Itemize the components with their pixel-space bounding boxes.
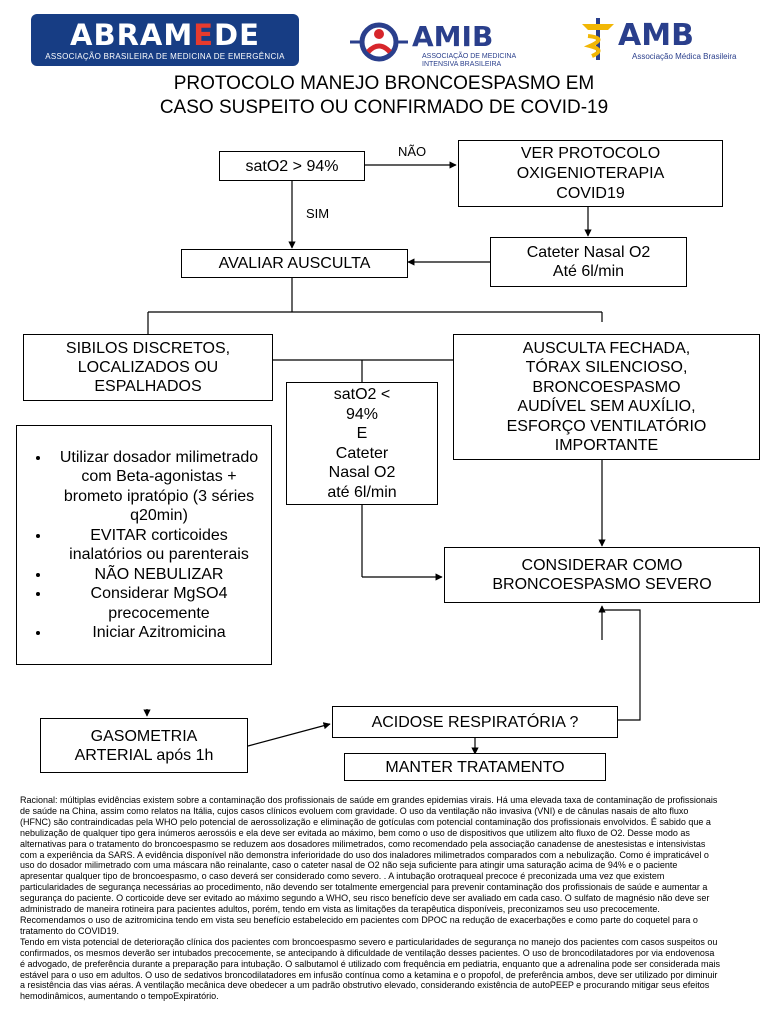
- acidose-text: ACIDOSE RESPIRATÓRIA ?: [371, 713, 579, 731]
- sat-check-box: satO2 > 94%: [219, 151, 365, 181]
- treatment-item: Utilizar dosador milimetrado com Beta-ag…: [51, 448, 265, 526]
- gasometria-box: GASOMETRIA ARTERIAL após 1h: [40, 718, 248, 773]
- acidose-box: ACIDOSE RESPIRATÓRIA ?: [332, 706, 618, 738]
- gasometria-line: ARTERIAL após 1h: [74, 746, 214, 764]
- ausculta-fechada-line: IMPORTANTE: [554, 437, 659, 454]
- ausculta-fechada-line: ESFORÇO VENTILATÓRIO: [506, 417, 707, 435]
- abramede-logo: ABRAMEDE ASSOCIAÇÃO BRASILEIRA DE MEDICI…: [31, 14, 299, 66]
- sat-low-line: E: [356, 425, 368, 442]
- label-nao: NÃO: [398, 144, 427, 159]
- sat-low-line: 94%: [345, 405, 379, 423]
- amib-logo-name: AMIB: [412, 20, 494, 53]
- sat-check-text: satO2 > 94%: [245, 157, 339, 175]
- amb-logo-name: AMB: [618, 18, 694, 53]
- cateter-box: Cateter Nasal O2 Até 6l/min: [490, 237, 687, 287]
- sibilos-line: SIBILOS DISCRETOS,: [65, 340, 231, 357]
- manter-tratamento-box: MANTER TRATAMENTO: [344, 753, 606, 781]
- sat-low-line: Cateter: [335, 444, 389, 462]
- amb-logo-subtitle: Associação Médica Brasileira: [632, 52, 737, 61]
- sat-low-line: até 6l/min: [327, 483, 397, 501]
- racional-paragraph: Racional: múltiplas evidências existem s…: [20, 795, 718, 936]
- racional-text-block: Racional: múltiplas evidências existem s…: [20, 795, 720, 1002]
- broncoespasmo-severo-box: CONSIDERAR COMO BRONCOESPASMO SEVERO: [444, 547, 760, 603]
- ver-protocolo-line: VER PROTOCOLO: [520, 144, 661, 162]
- ausculta-fechada-line: BRONCOESPASMO: [532, 378, 681, 396]
- tendo-paragraph: Tendo em vista potencial de deterioração…: [20, 936, 720, 1002]
- amb-logo: AMB Associação Médica Brasileira: [578, 16, 748, 62]
- abramede-logo-subtitle: ASSOCIAÇÃO BRASILEIRA DE MEDICINA DE EME…: [45, 52, 285, 61]
- page-title-line-1: PROTOCOLO MANEJO BRONCOESPASMO EM: [173, 73, 595, 94]
- sibilos-line: ESPALHADOS: [94, 378, 202, 395]
- cateter-line: Até 6l/min: [552, 263, 625, 280]
- treatment-box: Utilizar dosador milimetrado com Beta-ag…: [16, 425, 272, 665]
- amib-emblem-icon: [350, 22, 408, 62]
- avaliar-ausculta-text: AVALIAR AUSCULTA: [218, 255, 371, 272]
- gasometria-line: GASOMETRIA: [90, 727, 198, 745]
- sat-low-box: satO2 < 94% E Cateter Nasal O2 até 6l/mi…: [286, 382, 438, 505]
- sibilos-line: LOCALIZADOS OU: [77, 359, 219, 376]
- cateter-line: Cateter Nasal O2: [526, 244, 651, 261]
- ver-protocolo-line: OXIGENIOTERAPIA: [516, 164, 665, 182]
- avaliar-ausculta-box: AVALIAR AUSCULTA: [181, 249, 408, 278]
- line-acidose-loop: [602, 609, 641, 721]
- treatment-item: EVITAR corticoides inalatórios ou parent…: [51, 526, 265, 565]
- ausculta-fechada-line: TÓRAX SILENCIOSO,: [525, 359, 688, 376]
- abramede-logo-name: ABRAMEDE: [70, 18, 260, 52]
- sat-low-line: Nasal O2: [328, 464, 396, 481]
- caduceus-icon: [582, 18, 614, 60]
- ver-protocolo-line: COVID19: [556, 184, 625, 202]
- page-title-line-2: CASO SUSPEITO OU CONFIRMADO DE COVID-19: [159, 97, 609, 118]
- ausculta-fechada-line: AUDÍVEL SEM AUXÍLIO,: [517, 398, 696, 415]
- treatment-item: Considerar MgSO4 precocemente: [51, 584, 265, 623]
- ausculta-fechada-line: AUSCULTA FECHADA,: [522, 339, 691, 357]
- manter-tratamento-text: MANTER TRATAMENTO: [385, 758, 565, 776]
- severo-line: CONSIDERAR COMO: [521, 557, 683, 574]
- sat-low-line: satO2 <: [333, 386, 391, 403]
- sibilos-box: SIBILOS DISCRETOS, LOCALIZADOS OU ESPALH…: [23, 334, 273, 401]
- arrow-gasometria-to-acidose: [247, 722, 331, 747]
- ver-protocolo-box: VER PROTOCOLO OXIGENIOTERAPIA COVID19: [458, 140, 723, 207]
- flow-connectors: [143, 161, 641, 755]
- treatment-list: Utilizar dosador milimetrado com Beta-ag…: [23, 448, 265, 643]
- ausculta-fechada-box: AUSCULTA FECHADA, TÓRAX SILENCIOSO, BRON…: [453, 334, 760, 460]
- treatment-item: NÃO NEBULIZAR: [51, 565, 265, 585]
- treatment-item: Iniciar Azitromicina: [51, 623, 265, 643]
- label-sim: SIM: [306, 206, 330, 221]
- severo-line: BRONCOESPASMO SEVERO: [492, 576, 712, 593]
